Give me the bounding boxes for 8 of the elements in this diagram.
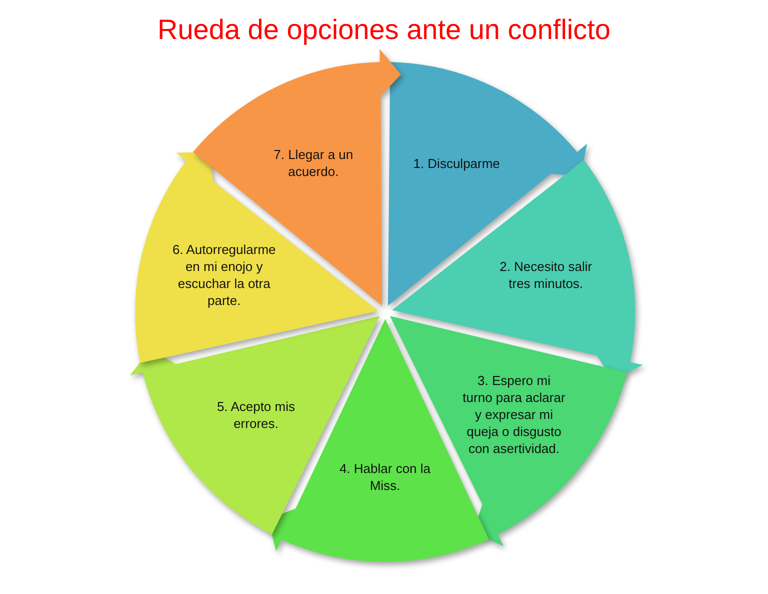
segment-text: 1. Disculparme: [412, 154, 501, 172]
segment-text: 4. Hablar con la Miss.: [338, 460, 432, 494]
segment-text: 2. Necesito salir tres minutos.: [498, 258, 594, 292]
segment-text: 6. Autorregularme en mi enojo y escuchar la otra parte.: [171, 241, 277, 310]
segment-text: 5. Acepto mis errores.: [216, 398, 296, 432]
title: Rueda de opciones ante un conflicto: [156, 14, 612, 46]
segment-text: 7. Llegar a un acuerdo.: [272, 146, 354, 180]
segment-text: 3. Espero mi turno para aclarar y expresar mi queja o disgusto con asertividad.: [462, 372, 566, 458]
